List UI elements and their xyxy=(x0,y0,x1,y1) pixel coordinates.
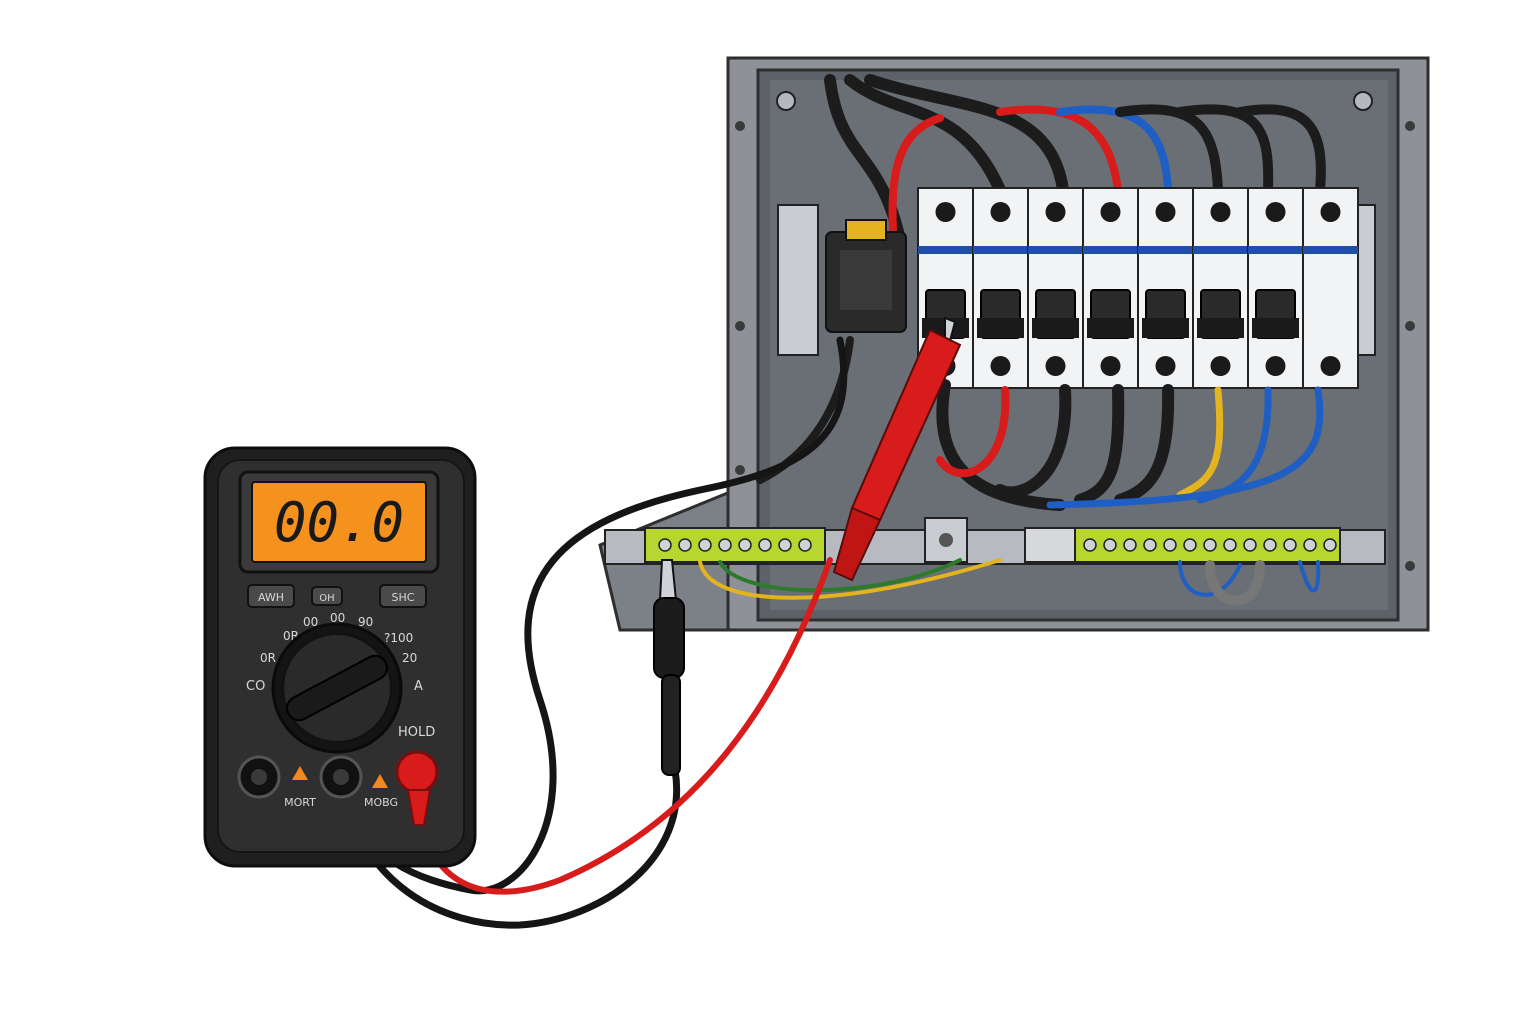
warning-icon xyxy=(292,766,308,780)
circuit-breaker[interactable] xyxy=(1137,187,1194,389)
bus-screw xyxy=(1223,538,1237,552)
dial-label: 20 xyxy=(402,651,417,665)
bus-screw xyxy=(678,538,692,552)
bus-screw xyxy=(1123,538,1137,552)
awh-button[interactable] xyxy=(247,584,295,608)
rotary-dial[interactable] xyxy=(271,622,403,754)
bus-screw xyxy=(698,538,712,552)
hold-label: HOLD xyxy=(398,725,435,740)
breaker-row xyxy=(917,187,1359,389)
bus-screw xyxy=(738,538,752,552)
dial-label: A xyxy=(414,679,423,694)
circuit-breaker[interactable] xyxy=(1247,187,1304,389)
input-jacks: MORT MOBG xyxy=(237,750,439,826)
circuit-breaker[interactable] xyxy=(1082,187,1139,389)
terminal-block xyxy=(825,219,907,333)
bus-screw xyxy=(758,538,772,552)
bus-screw xyxy=(1083,538,1097,552)
bus-screw xyxy=(1163,538,1177,552)
dial-label: ?100 xyxy=(384,631,413,645)
black-probe[interactable] xyxy=(653,559,685,776)
button-row: AWH OH SHC xyxy=(247,584,427,608)
bus-screw xyxy=(798,538,812,552)
dial-label: 0R xyxy=(260,651,276,665)
bus-screws xyxy=(658,538,1337,552)
bus-screw xyxy=(1283,538,1297,552)
bus-screw xyxy=(1263,538,1277,552)
electrical-panel xyxy=(598,56,1430,632)
bus-screw xyxy=(1183,538,1197,552)
top-cables xyxy=(824,74,1326,246)
bus-screw xyxy=(1203,538,1217,552)
bus-screw xyxy=(1143,538,1157,552)
lcd-reading: 00.0 xyxy=(274,491,404,554)
circuit-breaker[interactable] xyxy=(972,187,1029,389)
warning-icon xyxy=(372,774,388,788)
dial-label: 90 xyxy=(358,615,373,629)
bus-screw xyxy=(1103,538,1117,552)
red-probe[interactable] xyxy=(832,316,962,582)
jack-label: MORT xyxy=(284,796,316,809)
dial-label: 00 xyxy=(303,615,318,629)
multimeter: 00.0 AWH OH SHC 0R 00 00 90 ?100 20 0R C… xyxy=(203,446,477,868)
oh-button-label: OH xyxy=(319,593,334,604)
circuit-breaker[interactable] xyxy=(1027,187,1084,389)
bus-screw xyxy=(1243,538,1257,552)
din-rail xyxy=(604,517,1386,565)
circuit-breaker[interactable] xyxy=(1192,187,1249,389)
red-lead-plug[interactable] xyxy=(395,750,439,794)
bus-screw xyxy=(1323,538,1337,552)
dial-label: 00 xyxy=(330,611,345,625)
awh-button-label: AWH xyxy=(258,591,284,604)
oh-button[interactable] xyxy=(311,586,343,606)
bus-screw xyxy=(658,538,672,552)
bus-screw xyxy=(1303,538,1317,552)
circuit-breaker[interactable] xyxy=(1302,187,1359,389)
bus-screw xyxy=(718,538,732,552)
dial-labels: 0R 00 00 90 ?100 20 0R CO A xyxy=(246,611,423,694)
shc-button[interactable] xyxy=(379,584,427,608)
lcd-display xyxy=(251,481,427,563)
dial-label: CO xyxy=(246,679,265,694)
jack-label: MOBG xyxy=(364,796,398,809)
bus-screw xyxy=(778,538,792,552)
frame-screws xyxy=(735,91,1415,571)
shc-button-label: SHC xyxy=(392,591,415,604)
